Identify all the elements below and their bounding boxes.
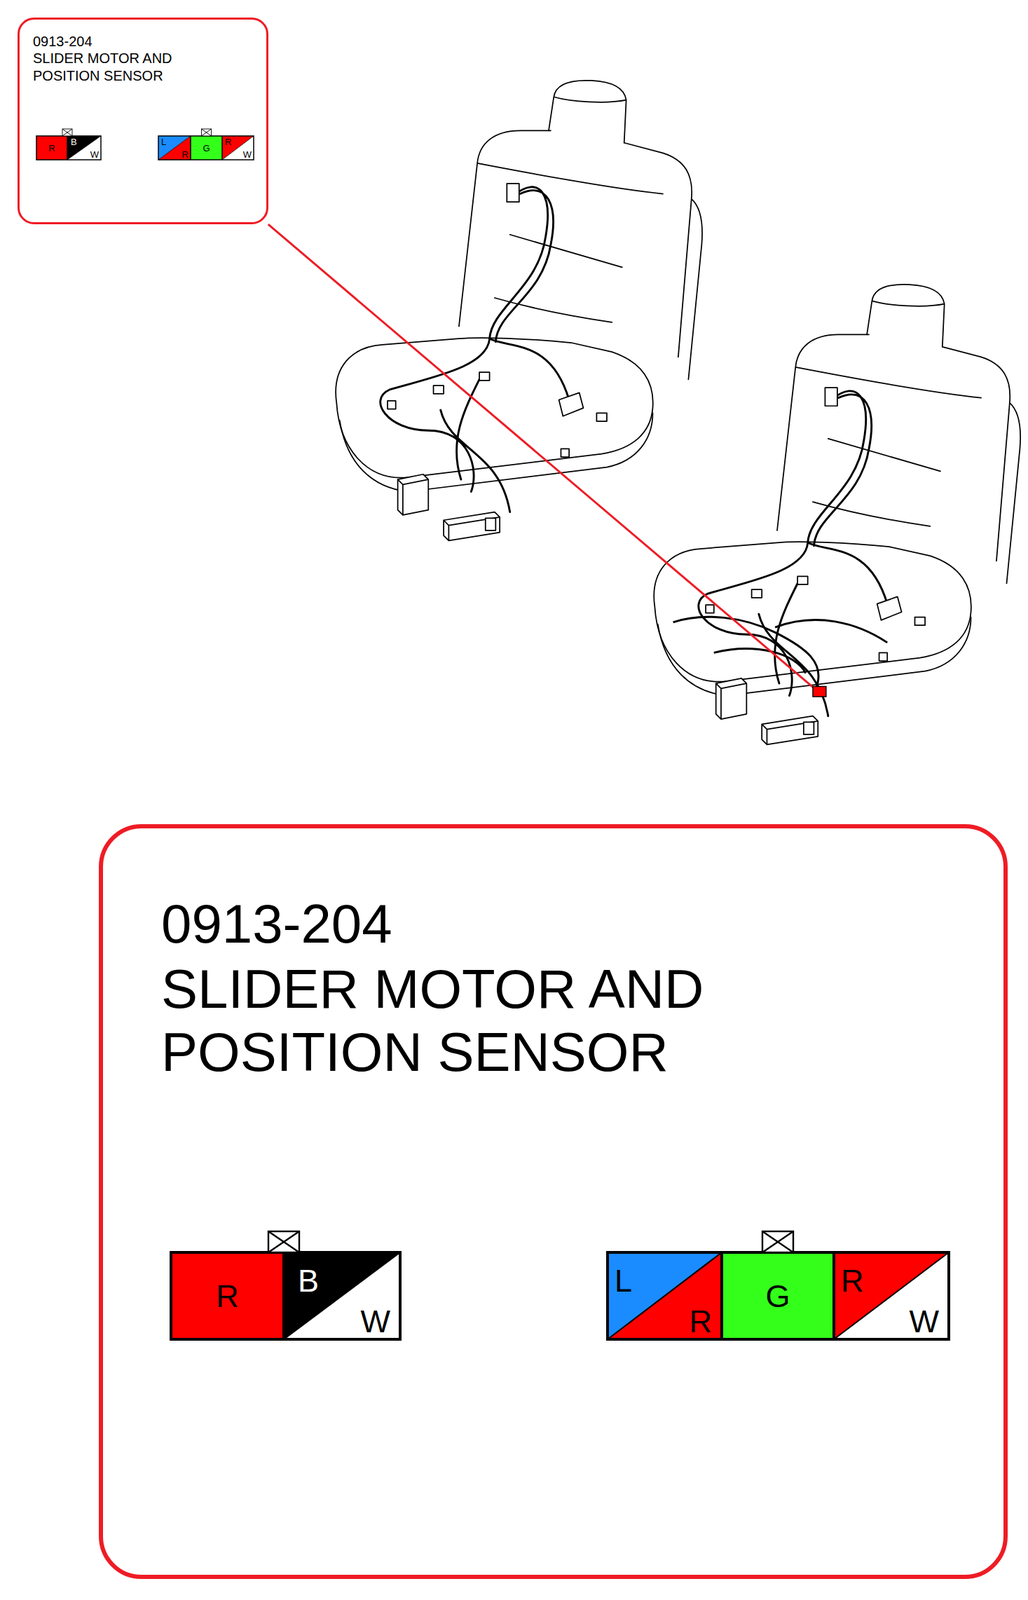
detail-box: 0913-204SLIDER MOTOR AND POSITION SENSOR…: [98, 824, 1008, 1579]
pin-label: G: [202, 143, 210, 153]
box-border: [100, 826, 1006, 1577]
pin-cell-half: [283, 1252, 401, 1340]
connector-outline: [607, 1252, 949, 1340]
latch-symbol: [62, 128, 73, 136]
pin-divider: [282, 1252, 286, 1340]
callout-box: 0913-204SLIDER MOTOR AND POSITION SENSOR…: [17, 17, 269, 225]
connector-outline: [36, 135, 101, 160]
latch-cross: [268, 1231, 300, 1253]
pin-label: R: [224, 137, 232, 147]
pin-label: R: [689, 1305, 713, 1338]
pin-label: R: [182, 149, 189, 160]
pin-label: W: [360, 1305, 391, 1338]
connector-outline: [170, 1252, 401, 1340]
pin-cell-half: [222, 135, 254, 160]
latch-cross: [201, 128, 212, 136]
pin-label: L: [614, 1264, 633, 1297]
latch-cross: [62, 128, 73, 136]
seat-group: [268, 80, 1021, 745]
pin-divider: [720, 1252, 724, 1340]
pin-divider: [66, 135, 68, 160]
pin-label: W: [243, 149, 252, 160]
pin-cell: [190, 135, 223, 160]
pin-divider: [222, 135, 254, 160]
pin-label: L: [161, 137, 167, 147]
connector-icon: L R G R W: [158, 135, 254, 160]
part-title: SLIDER MOTOR AND POSITION SENSOR: [32, 49, 202, 85]
pin-cell-half: [158, 135, 191, 160]
pin-divider: [832, 1252, 836, 1340]
latch-cross: [762, 1231, 794, 1253]
pin-cell: [36, 135, 68, 160]
pin-divider: [283, 1252, 401, 1340]
leader-line: [268, 224, 818, 691]
pin-label: B: [297, 1264, 319, 1297]
pin-label: B: [70, 137, 78, 147]
left-seat: [335, 80, 703, 541]
pin-cell: [721, 1252, 834, 1340]
box-border: [18, 18, 268, 224]
part-title: SLIDER MOTOR AND POSITION SENSOR: [161, 957, 792, 1084]
pin-label: R: [48, 143, 55, 153]
pin-divider: [221, 135, 223, 160]
connector-icon: L R G R W: [607, 1252, 949, 1340]
latch-symbol: [268, 1231, 300, 1253]
pin-cell: [170, 1252, 284, 1340]
pin-divider: [607, 1252, 722, 1340]
pin-cell-half: [607, 1252, 722, 1340]
pin-cell-half: [607, 1252, 722, 1340]
connector-icon: R B W: [36, 135, 101, 160]
pin-divider: [833, 1252, 949, 1340]
connector-icon: R B W: [170, 1252, 401, 1340]
pin-cell-half: [67, 135, 101, 160]
pin-label: R: [840, 1264, 865, 1297]
pin-cell-half: [833, 1252, 949, 1340]
part-number: 0913-204: [32, 32, 93, 50]
extra-wire: [673, 616, 888, 689]
pin-cell-half: [283, 1252, 401, 1340]
pin-divider: [67, 135, 101, 160]
pin-cell-half: [67, 135, 101, 160]
right-seat: [653, 284, 1021, 745]
latch-symbol: [762, 1231, 794, 1253]
connector-outline: [158, 135, 254, 160]
latch-symbol: [201, 128, 212, 136]
part-number: 0913-204: [161, 892, 393, 956]
pin-label: W: [909, 1305, 940, 1338]
pin-cell-half: [158, 135, 191, 160]
pin-divider: [189, 135, 192, 160]
pin-label: W: [90, 149, 99, 160]
highlighted-connector: [812, 686, 827, 697]
pin-cell-half: [833, 1252, 949, 1340]
pin-divider: [158, 135, 191, 160]
pin-cell-half: [222, 135, 254, 160]
pin-label: G: [765, 1280, 790, 1312]
pin-label: R: [215, 1280, 239, 1312]
